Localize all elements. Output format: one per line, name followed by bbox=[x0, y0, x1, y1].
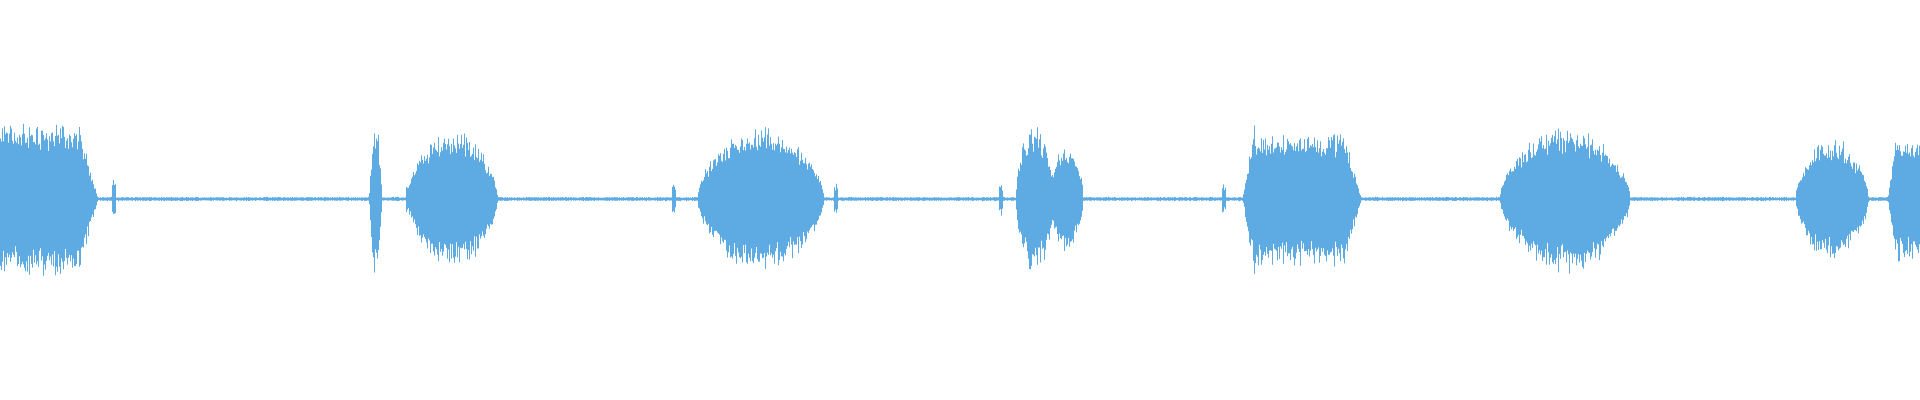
waveform-samples bbox=[0, 123, 1920, 276]
